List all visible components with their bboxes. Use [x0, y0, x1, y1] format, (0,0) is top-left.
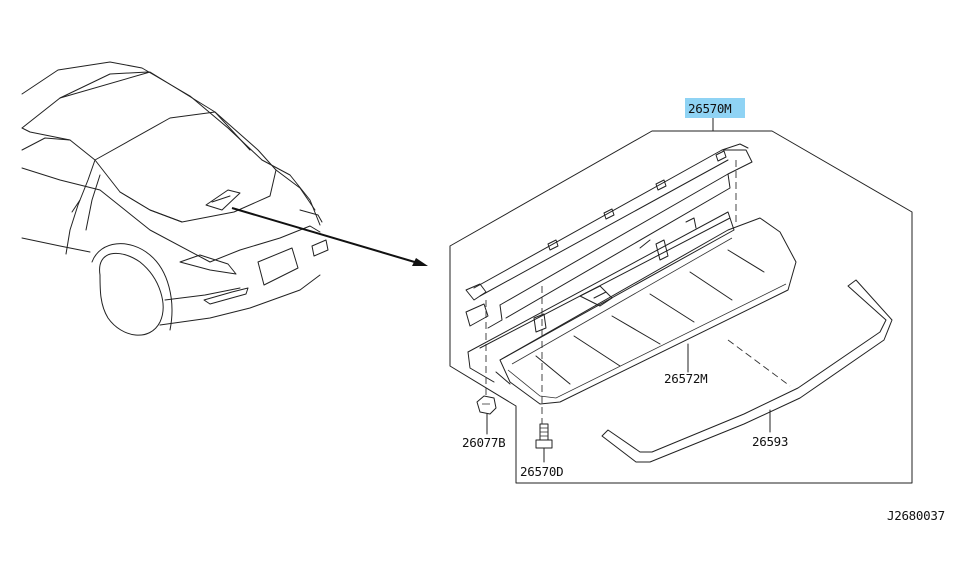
nut-part: [476, 395, 497, 415]
label-assembly[interactable]: 26570M: [688, 101, 732, 116]
car-illustration: [21, 61, 329, 336]
location-arrow: [231, 207, 428, 266]
label-lens[interactable]: 26572M: [664, 371, 708, 386]
diagram-id: J2680037: [887, 508, 945, 523]
label-nut[interactable]: 26077B: [462, 435, 506, 450]
stop-lamp-assembly: [465, 143, 797, 405]
label-gasket[interactable]: 26593: [752, 434, 788, 449]
gasket-part: [601, 279, 893, 463]
label-bolt[interactable]: 26570D: [520, 464, 564, 479]
leader-lines: [486, 117, 771, 463]
part-labels: 26570M 26572M 26593 26077B 26570D J26800…: [462, 98, 945, 523]
detail-frame: [449, 130, 913, 484]
highlight-box: [685, 98, 745, 118]
alignment-lines: [485, 160, 791, 424]
bolt-part: [535, 423, 553, 449]
